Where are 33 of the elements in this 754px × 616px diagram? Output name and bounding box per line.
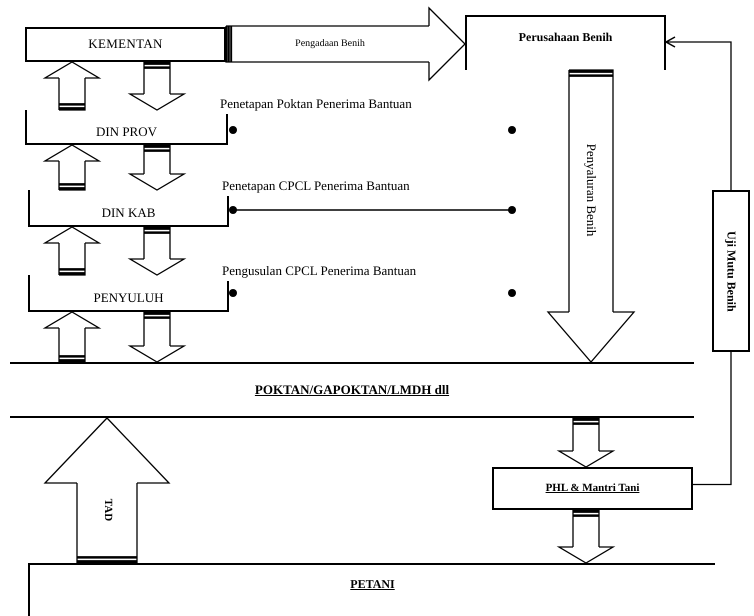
node-label: PETANI	[350, 577, 395, 593]
connector-arrow	[665, 36, 732, 190]
edge-label: TAD	[100, 498, 114, 522]
block-arrow	[129, 226, 185, 276]
block-arrow	[547, 69, 635, 363]
node-label: PHL & Mantri Tani	[546, 482, 640, 496]
block-arrow	[225, 7, 466, 81]
process-box	[492, 467, 693, 510]
process-box	[465, 15, 666, 70]
block-arrow	[558, 509, 614, 564]
node-label: KEMENTAN	[88, 36, 163, 53]
block-arrow	[129, 311, 185, 363]
node-label: DIN KAB	[102, 204, 156, 222]
process-box	[712, 190, 750, 352]
node-label: PENYULUH	[93, 289, 164, 307]
node-label: DIN PROV	[96, 123, 158, 141]
block-arrow	[44, 417, 170, 564]
node-label: Uji Mutu Benih	[724, 230, 738, 312]
node-label: POKTAN/GAPOKTAN/LMDH dll	[254, 382, 450, 398]
block-arrow	[558, 417, 614, 468]
process-box	[25, 110, 228, 145]
block-arrow	[129, 144, 185, 191]
node-label: Perusahaan Benih	[518, 30, 612, 46]
block-arrow	[44, 61, 100, 111]
block-arrow	[44, 226, 100, 276]
group-band	[10, 362, 694, 418]
process-box	[28, 563, 715, 616]
block-arrow	[129, 61, 185, 111]
process-box	[25, 27, 226, 62]
edge-label: Pengadaan Benih	[295, 38, 365, 50]
block-arrow	[44, 311, 100, 363]
edge-label: Penyaluran Benih	[583, 144, 600, 236]
block-arrow	[44, 144, 100, 191]
